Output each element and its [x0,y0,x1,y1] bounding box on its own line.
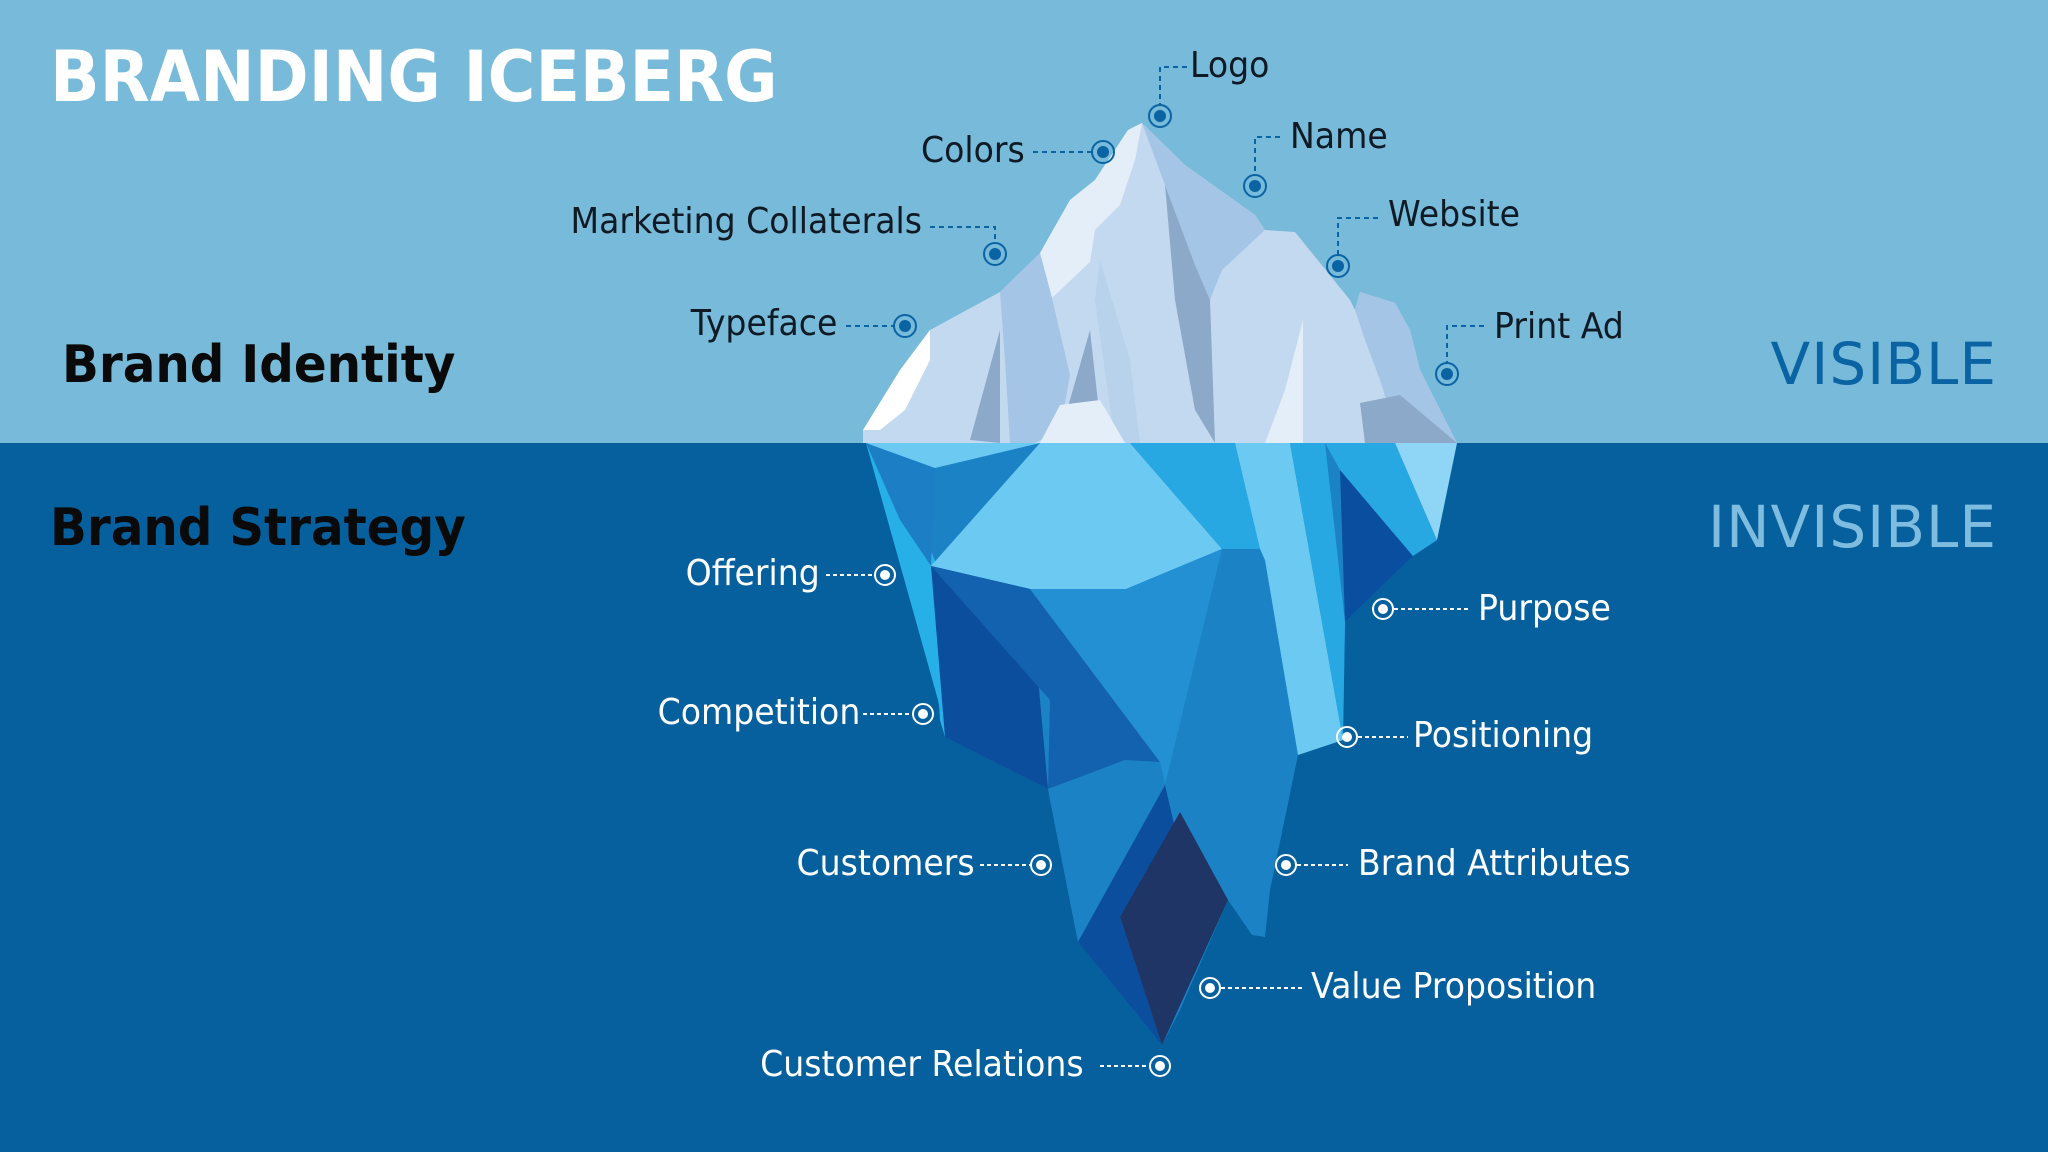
marker-purpose-icon [1372,598,1394,620]
label-customers: Customers [796,843,975,884]
visible-markers [893,104,1459,386]
label-value-proposition: Value Proposition [1311,966,1597,1007]
label-customer-relations: Customer Relations [760,1044,1084,1085]
marker-competition-icon [912,703,934,725]
marker-marketing-collaterals-icon [983,242,1007,266]
marker-brand-attributes-icon [1275,854,1297,876]
brand-strategy-heading: Brand Strategy [50,498,466,558]
label-brand-attributes: Brand Attributes [1358,843,1631,884]
marker-positioning-icon [1336,726,1358,748]
label-print-ad: Print Ad [1494,306,1624,347]
label-positioning: Positioning [1413,715,1594,756]
visible-zone-label: VISIBLE [1770,330,1997,398]
label-name: Name [1290,116,1388,157]
label-purpose: Purpose [1478,588,1611,629]
iceberg-tip [863,123,1457,443]
invisible-markers [874,564,1394,1077]
marker-website-icon [1326,254,1350,278]
label-offering: Offering [685,553,820,594]
label-marketing-collaterals: Marketing Collaterals [570,201,922,242]
marker-name-icon [1243,174,1267,198]
marker-offering-icon [874,564,896,586]
label-competition: Competition [657,692,860,733]
brand-identity-heading: Brand Identity [62,335,456,395]
label-website: Website [1388,194,1521,235]
label-logo: Logo [1190,45,1270,86]
iceberg-base [866,443,1457,1045]
marker-logo-icon [1148,104,1172,128]
marker-customer-relations-icon [1149,1055,1171,1077]
label-colors: Colors [921,130,1025,171]
marker-colors-icon [1091,140,1115,164]
marker-typeface-icon [893,314,917,338]
invisible-zone-label: INVISIBLE [1708,493,1997,561]
label-typeface: Typeface [690,303,837,344]
marker-customers-icon [1030,854,1052,876]
page-title: BRANDING ICEBERG [50,36,778,118]
marker-value-proposition-icon [1199,977,1221,999]
marker-print-ad-icon [1435,362,1459,386]
